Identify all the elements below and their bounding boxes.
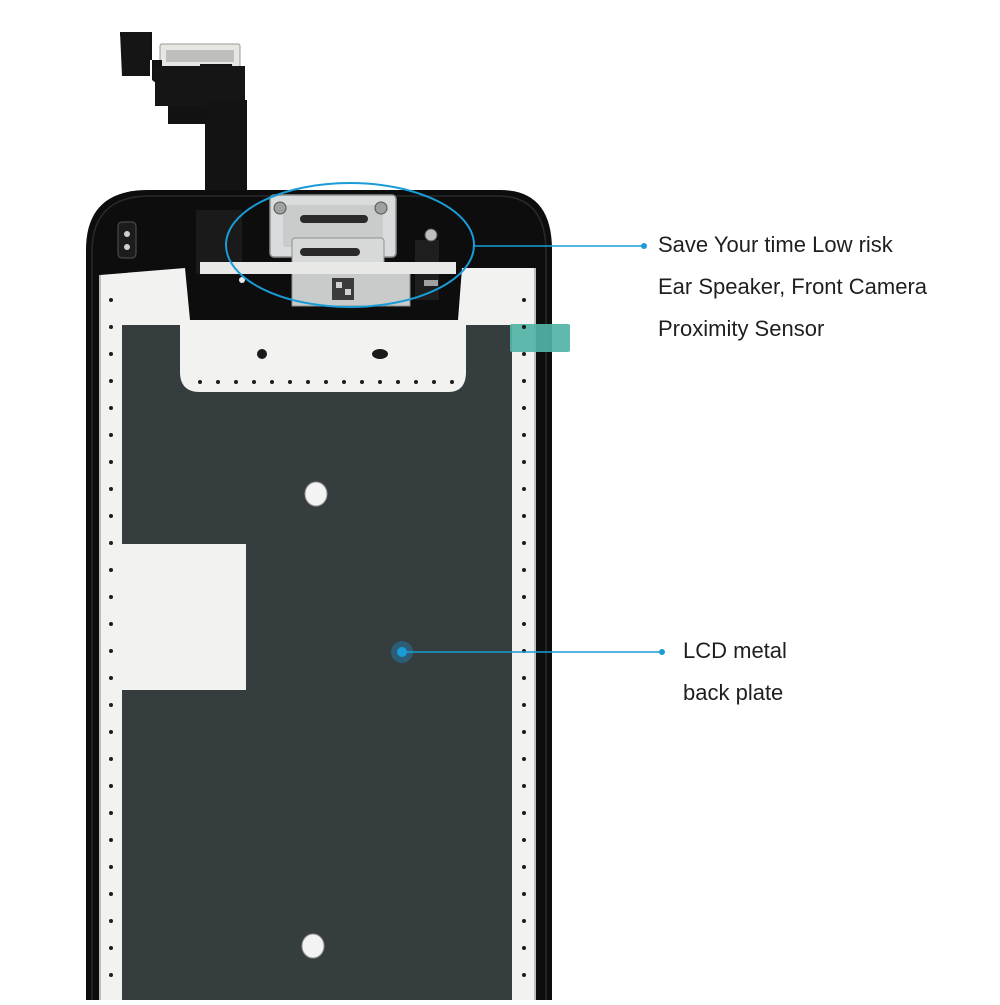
callout-bottom-text: LCD metal back plate [683,630,787,714]
rivet [288,380,292,384]
rivet [109,298,113,302]
rivet [109,865,113,869]
rivet [109,784,113,788]
rivet [522,298,526,302]
rivet [109,730,113,734]
rivet [522,865,526,869]
rivet [306,380,310,384]
rivet [522,703,526,707]
flex-cable [120,32,247,200]
rivet [522,352,526,356]
callout-bottom-line-2: back plate [683,680,784,705]
rivet [522,676,526,680]
plate-holes [301,481,328,959]
rivet [522,568,526,572]
rivet [109,460,113,464]
rivet [109,622,113,626]
rivet [522,973,526,977]
rivet [109,487,113,491]
rivet [378,380,382,384]
rivet [109,757,113,761]
rivet [109,946,113,950]
rivet [109,919,113,923]
rivet [198,380,202,384]
rivet [522,811,526,815]
bracket-rivets [109,298,526,977]
rivet [522,757,526,761]
rivet [522,460,526,464]
rivet [450,380,454,384]
rivet [522,487,526,491]
rivet [414,380,418,384]
rivet [109,703,113,707]
rivet [109,406,113,410]
rivet [522,892,526,896]
top-components [117,194,439,307]
rivet [109,325,113,329]
callout-top-line-3: Proximity Sensor [658,316,825,341]
callout-line-bottom [391,641,665,663]
rivet [522,433,526,437]
rivet [109,433,113,437]
rivet [522,919,526,923]
rivet [522,325,526,329]
rivet [522,730,526,734]
rivet [109,514,113,518]
rivet [522,379,526,383]
rivet [109,352,113,356]
rivet [522,946,526,950]
rivet [109,541,113,545]
rivet [109,838,113,842]
lcd-metal-back-plate [122,325,512,1000]
rivet [522,406,526,410]
rivet [522,595,526,599]
rivet [324,380,328,384]
rivet [522,514,526,518]
callout-top-text: Save Your time Low risk Ear Speaker, Fro… [658,224,927,350]
highlight-ellipse-icon [225,182,475,308]
rivet [109,379,113,383]
callout-bottom-line-1: LCD metal [683,638,787,663]
rivet [109,676,113,680]
rivet [432,380,436,384]
rivet [396,380,400,384]
rivet [522,784,526,788]
rivet [360,380,364,384]
rivet [109,973,113,977]
rivet [109,892,113,896]
rivet [216,380,220,384]
rivet [270,380,274,384]
rivet [109,649,113,653]
rivet [522,541,526,545]
rivet [109,595,113,599]
rivet [252,380,256,384]
rivet [109,568,113,572]
rivet [522,838,526,842]
callout-top-line-2: Ear Speaker, Front Camera [658,274,928,299]
callout-top-line-1: Save Your time Low risk [658,232,893,257]
bracket-notch [257,349,388,359]
tape-tab [510,324,570,352]
rivet [522,622,526,626]
rivet [342,380,346,384]
callout-line-top [474,243,647,249]
rivet [109,811,113,815]
rivet [234,380,238,384]
